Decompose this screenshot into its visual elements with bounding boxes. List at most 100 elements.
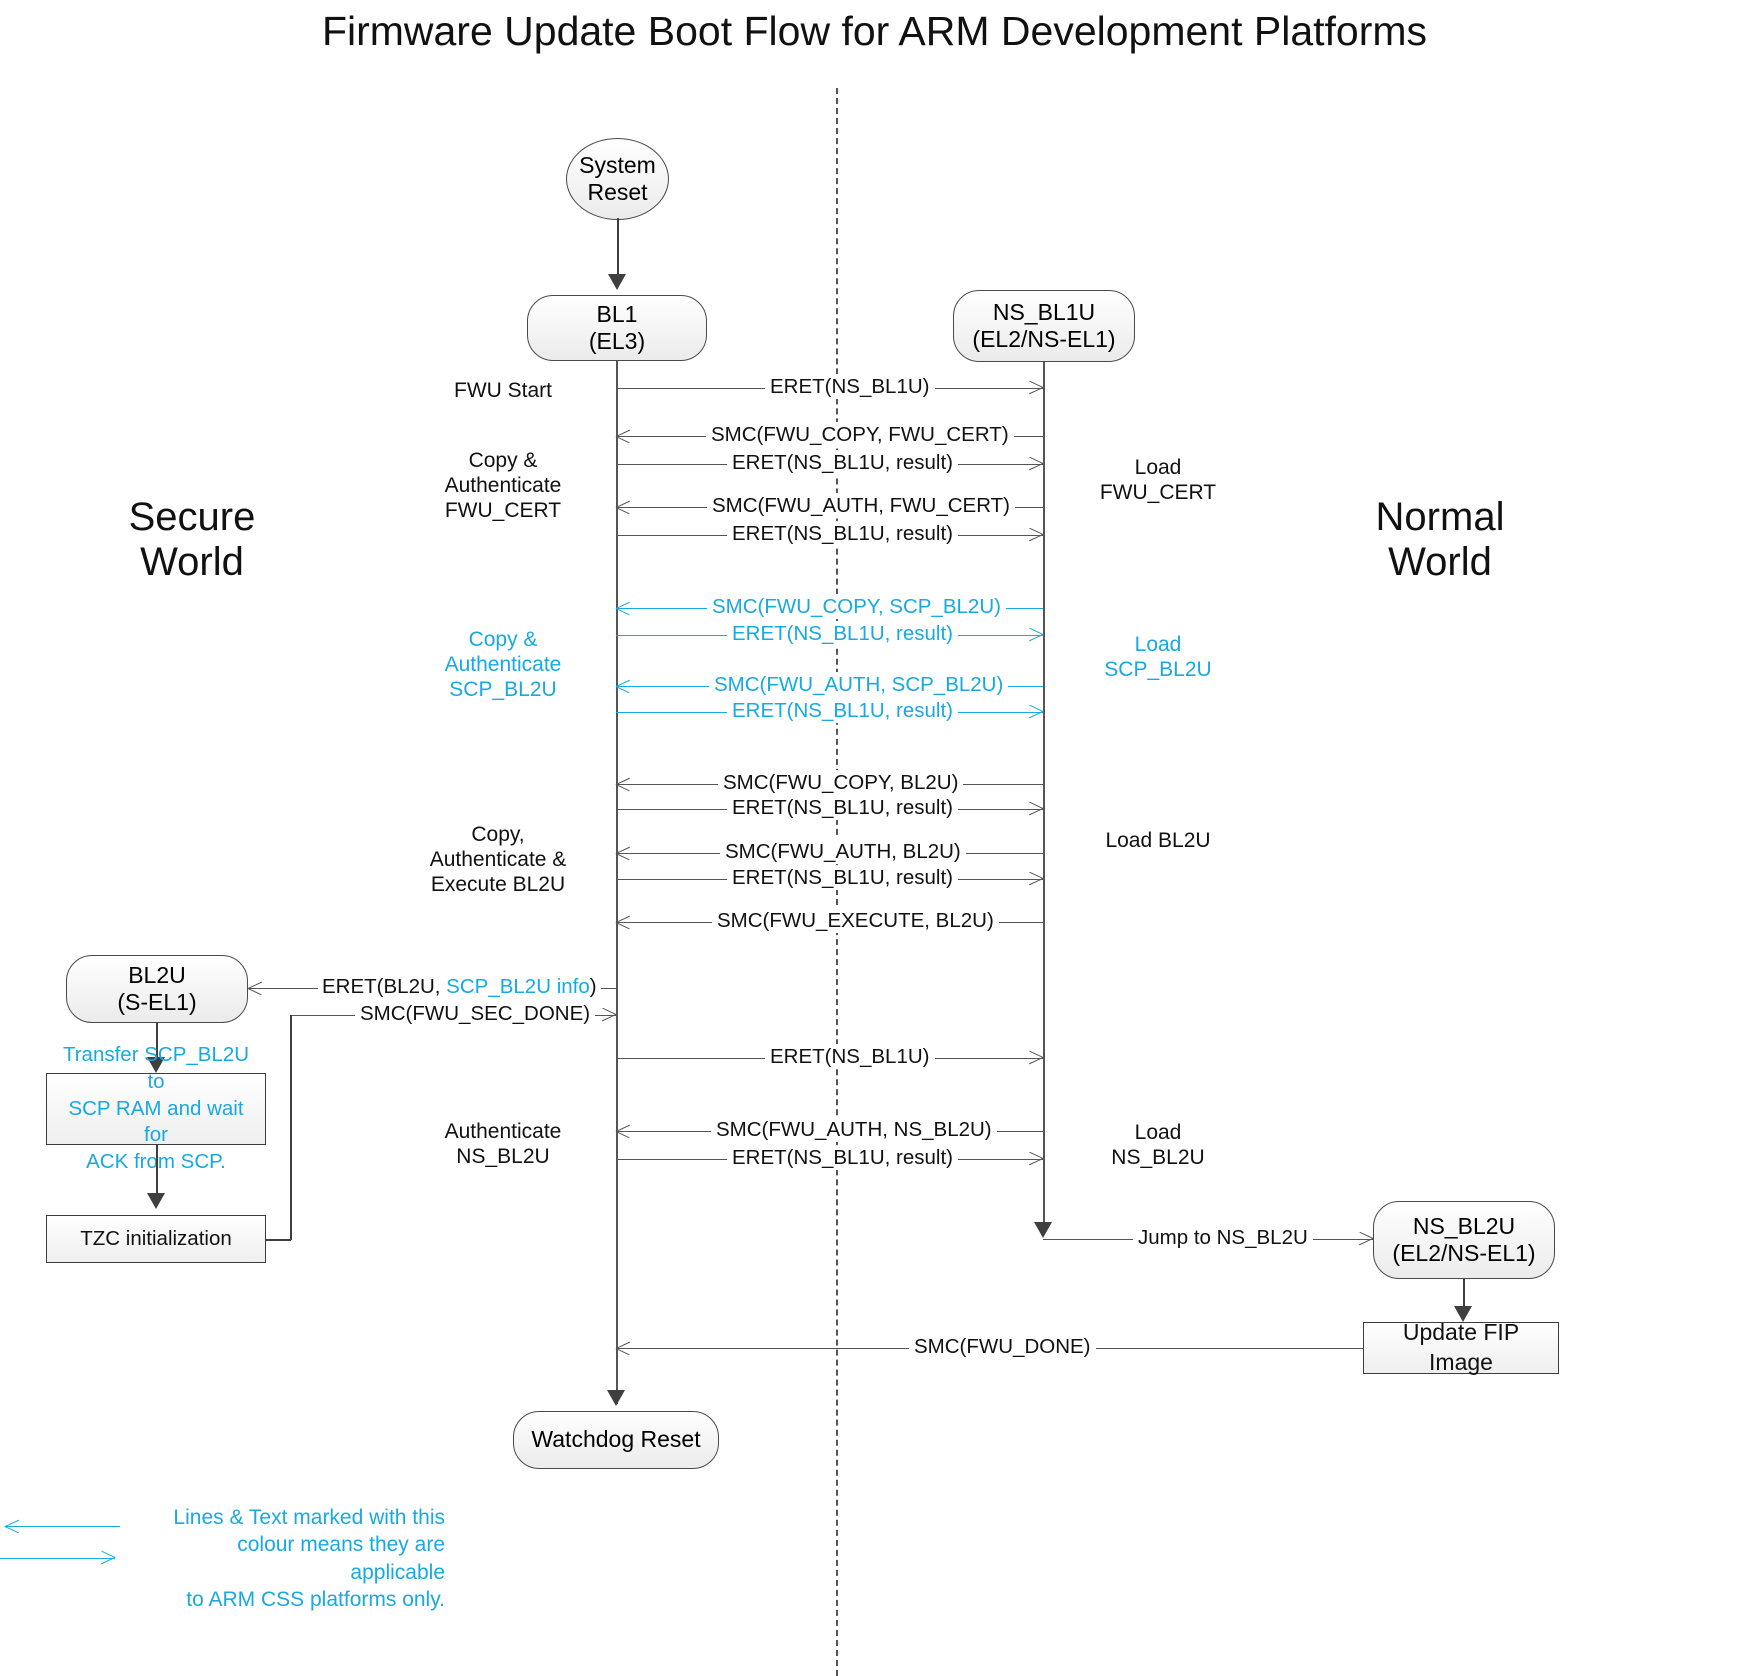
message-label-m19: ERET(NS_BL1U, result) — [727, 1145, 959, 1170]
legend-arrow-right-line — [0, 1558, 115, 1559]
note-transfer-scp-bl2u: Transfer SCP_BL2U to SCP RAM and wait fo… — [46, 1043, 266, 1173]
lifeline-ns-bl1u — [1043, 362, 1045, 1234]
normal-world-line2: World — [1388, 539, 1492, 584]
annotation-load-fwu-cert-line1: Load — [1134, 456, 1182, 479]
node-ns-bl1u[interactable]: NS_BL1U (EL2/NS-EL1) — [953, 290, 1135, 362]
message-label-m15-part-a: ERET(BL2U, — [322, 975, 447, 998]
annotation-authenticate-ns-bl2u-line1: Authenticate — [444, 1120, 562, 1143]
annotation-copy-auth-scp-bl2u-line2: Authenticate — [444, 652, 562, 676]
annotation-load-fwu-cert-line2: FWU_CERT — [1099, 480, 1217, 504]
message-label-m8: SMC(FWU_AUTH, SCP_BL2U) — [709, 672, 1009, 697]
message-label-m2: SMC(FWU_COPY, FWU_CERT) — [706, 422, 1014, 447]
normal-world-line1: Normal — [1375, 495, 1505, 539]
node-ns-bl2u-line1: NS_BL2U — [1412, 1212, 1516, 1239]
annotation-copy-auth-exec-bl2u-line1: Copy, — [471, 823, 525, 846]
message-label-m6: SMC(FWU_COPY, SCP_BL2U) — [707, 594, 1006, 619]
node-watchdog-reset-label: Watchdog Reset — [531, 1426, 701, 1453]
message-label-m15-part-b: SCP_BL2U info — [446, 975, 590, 998]
node-bl1[interactable]: BL1 (EL3) — [527, 295, 707, 361]
legend-line2: colour means they are applicable — [237, 1533, 445, 1584]
annotation-copy-auth-exec-bl2u-line3: Execute BL2U — [430, 872, 566, 896]
reset-to-bl1-line — [617, 218, 619, 278]
bl2u-to-note-line — [156, 1023, 158, 1061]
node-system-reset-line2: Reset — [587, 179, 648, 205]
annotation-load-ns-bl2u: Load NS_BL2U — [1058, 1121, 1258, 1171]
annotation-load-scp-bl2u-line2: SCP_BL2U — [1104, 657, 1212, 681]
reset-to-bl1-arrowhead — [608, 274, 626, 290]
annotation-copy-auth-fwu-cert-line2: Authenticate — [444, 473, 562, 497]
annotation-load-ns-bl2u-line2: NS_BL2U — [1111, 1145, 1205, 1169]
message-label-m20: Jump to NS_BL2U — [1133, 1225, 1313, 1250]
secure-world-label: Secure World — [92, 495, 292, 585]
message-label-m18: SMC(FWU_AUTH, NS_BL2U) — [711, 1117, 997, 1142]
message-label-m15-part-c: ) — [589, 975, 597, 998]
annotation-load-scp-bl2u-line1: Load — [1134, 633, 1182, 656]
message-label-m4: SMC(FWU_AUTH, FWU_CERT) — [707, 493, 1015, 518]
message-label-m1: ERET(NS_BL1U) — [765, 374, 935, 399]
message-label-m15: ERET(BL2U, SCP_BL2U info) — [318, 974, 601, 999]
message-label-m9: ERET(NS_BL1U, result) — [727, 698, 959, 723]
message-label-m11: ERET(NS_BL1U, result) — [727, 795, 959, 820]
secure-world-line2: World — [140, 539, 244, 584]
ns-bl2u-to-fip-arrowhead — [1454, 1306, 1472, 1322]
message-label-m12: SMC(FWU_AUTH, BL2U) — [720, 839, 966, 864]
note-to-tzc-arrowhead — [147, 1193, 165, 1209]
node-bl2u[interactable]: BL2U (S-EL1) — [66, 955, 248, 1023]
node-bl2u-line1: BL2U — [128, 961, 186, 988]
legend-line1: Lines & Text marked with this — [173, 1506, 445, 1529]
annotation-authenticate-ns-bl2u-line2: NS_BL2U — [456, 1144, 550, 1168]
node-system-reset[interactable]: System Reset — [566, 138, 669, 220]
annotation-copy-auth-scp-bl2u-line1: Copy & — [468, 628, 538, 651]
annotation-authenticate-ns-bl2u: Authenticate NS_BL2U — [403, 1120, 603, 1170]
node-tzc-label: TZC initialization — [80, 1226, 232, 1250]
annotation-load-bl2u: Load BL2U — [1058, 829, 1258, 854]
annotation-copy-auth-scp-bl2u-line3: SCP_BL2U — [449, 677, 557, 701]
ns-bl1u-lifeline-end-arrowhead — [1034, 1222, 1052, 1238]
message-label-m17: ERET(NS_BL1U) — [765, 1044, 935, 1069]
message-label-m13: ERET(NS_BL1U, result) — [727, 865, 959, 890]
note-transfer-line2: SCP RAM and wait for — [68, 1096, 244, 1147]
annotation-fwu-start-line1: FWU Start — [454, 379, 552, 402]
legend-arrow-left-line — [5, 1526, 120, 1527]
node-update-fip-label: Update FIP Image — [1402, 1319, 1520, 1375]
note-transfer-line1: Transfer SCP_BL2U to — [62, 1043, 250, 1094]
node-bl2u-line2: (S-EL1) — [117, 989, 197, 1015]
message-label-m21: SMC(FWU_DONE) — [909, 1334, 1096, 1359]
secure-world-line1: Secure — [128, 495, 256, 539]
normal-world-label: Normal World — [1330, 495, 1550, 585]
annotation-load-ns-bl2u-line1: Load — [1134, 1121, 1182, 1144]
annotation-copy-auth-scp-bl2u: Copy & Authenticate SCP_BL2U — [403, 628, 603, 702]
node-bl1-line2: (EL3) — [588, 328, 646, 354]
message-label-m5: ERET(NS_BL1U, result) — [727, 521, 959, 546]
legend-line3: to ARM CSS platforms only. — [186, 1587, 445, 1611]
node-ns-bl1u-line1: NS_BL1U — [992, 298, 1096, 325]
legend-description: Lines & Text marked with this colour mea… — [170, 1504, 445, 1613]
bl2u-to-note-arrowhead — [147, 1057, 165, 1073]
message-label-m7: ERET(NS_BL1U, result) — [727, 621, 959, 646]
lifeline-bl1 — [616, 361, 618, 1404]
ns-bl2u-to-fip-line — [1463, 1279, 1465, 1312]
node-watchdog-reset[interactable]: Watchdog Reset — [513, 1411, 719, 1469]
node-update-fip-image: Update FIP Image — [1363, 1319, 1559, 1375]
annotation-load-scp-bl2u: Load SCP_BL2U — [1058, 633, 1258, 683]
annotation-load-fwu-cert: Load FWU_CERT — [1058, 456, 1258, 506]
annotation-fwu-start: FWU Start — [403, 379, 603, 404]
node-ns-bl1u-line2: (EL2/NS-EL1) — [972, 326, 1116, 352]
annotation-copy-auth-exec-bl2u: Copy, Authenticate & Execute BL2U — [393, 823, 603, 897]
message-label-m16: SMC(FWU_SEC_DONE) — [355, 1001, 596, 1026]
node-system-reset-line1: System — [579, 151, 656, 178]
annotation-copy-auth-fwu-cert: Copy & Authenticate FWU_CERT — [403, 449, 603, 523]
tzc-elbow-horizontal — [266, 1239, 291, 1241]
annotation-load-bl2u-line1: Load BL2U — [1105, 829, 1211, 852]
message-label-m14: SMC(FWU_EXECUTE, BL2U) — [712, 908, 999, 933]
node-tzc-initialization: TZC initialization — [46, 1215, 266, 1263]
node-ns-bl2u[interactable]: NS_BL2U (EL2/NS-EL1) — [1373, 1201, 1555, 1279]
message-label-m10: SMC(FWU_COPY, BL2U) — [718, 770, 964, 795]
annotation-copy-auth-exec-bl2u-line2: Authenticate & — [429, 847, 567, 871]
node-ns-bl2u-line2: (EL2/NS-EL1) — [1392, 1240, 1536, 1266]
note-to-tzc-line — [156, 1145, 158, 1197]
bl1-lifeline-end-arrowhead — [607, 1390, 625, 1406]
tzc-elbow-vertical — [290, 1015, 292, 1240]
page-title: Firmware Update Boot Flow for ARM Develo… — [321, 8, 1428, 54]
